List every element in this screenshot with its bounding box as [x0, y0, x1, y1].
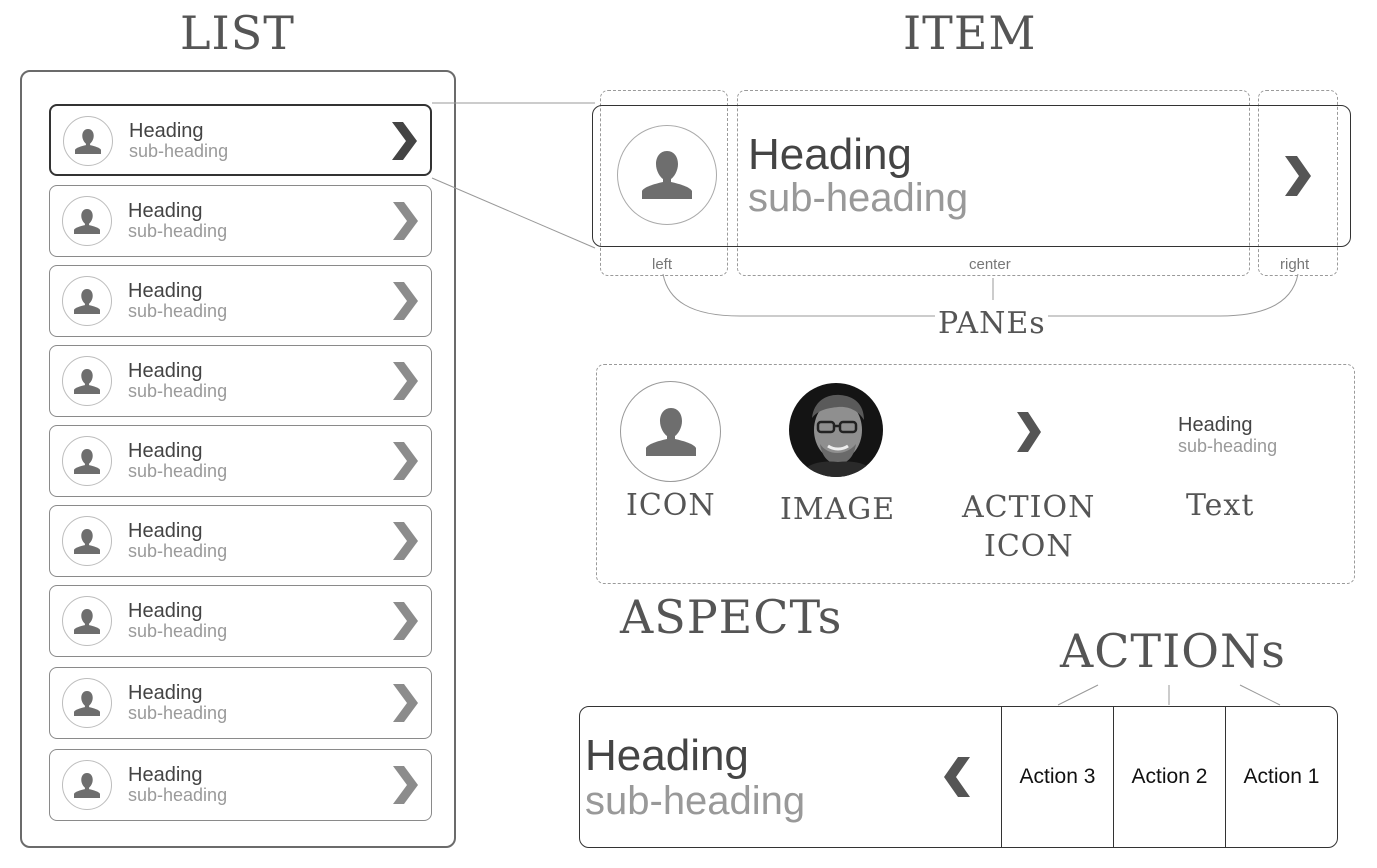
action-button-3[interactable]: Action 3 [1001, 707, 1113, 847]
chevron-right-icon[interactable] [391, 520, 421, 562]
chevron-right-icon[interactable] [391, 440, 421, 482]
pane-label-right: right [1280, 256, 1310, 273]
person-silhouette-icon [74, 772, 100, 798]
aspect-icon-circle [620, 381, 721, 482]
list-item-subheading: sub-heading [128, 221, 228, 241]
list-item-heading: Heading [128, 764, 203, 786]
aspect-action-icon-label-line2: ICON [984, 529, 1074, 564]
list-item-subheading: sub-heading [128, 621, 228, 641]
person-silhouette-icon [642, 151, 692, 199]
avatar [62, 196, 112, 246]
pane-center-box [737, 90, 1250, 276]
list-item-heading: Heading [128, 360, 203, 382]
person-silhouette-icon [74, 690, 100, 716]
chevron-right-icon[interactable] [391, 764, 421, 806]
item-avatar [617, 125, 717, 225]
list-item-subheading: sub-heading [128, 703, 228, 723]
chevron-right-icon [1017, 412, 1041, 452]
aspect-action-icon-label-line1: ACTION [962, 490, 1096, 525]
avatar [63, 116, 113, 166]
pane-label-left: left [652, 256, 673, 273]
item-detail[interactable]: Heading sub-heading [592, 105, 1351, 247]
list-item-heading: Heading [129, 120, 204, 142]
list-item-heading: Heading [128, 440, 203, 462]
avatar [62, 436, 112, 486]
actions-item[interactable]: Heading sub-heading Action 3 Action 2 Ac… [579, 706, 1338, 848]
list-item-subheading: sub-heading [128, 381, 228, 401]
chevron-right-icon[interactable] [391, 200, 421, 242]
aspect-image-label: IMAGE [780, 492, 896, 527]
avatar [62, 356, 112, 406]
action-button-2[interactable]: Action 2 [1113, 707, 1225, 847]
list-item-subheading: sub-heading [129, 141, 229, 161]
person-silhouette-icon [74, 368, 100, 394]
person-silhouette-icon [75, 128, 101, 154]
pane-label-center: center [969, 256, 1011, 273]
aspects-box [596, 364, 1355, 584]
list-item-heading: Heading [128, 280, 203, 302]
avatar [62, 276, 112, 326]
aspect-text-subheading: sub-heading [1178, 436, 1278, 456]
list-item-subheading: sub-heading [128, 541, 228, 561]
actions-title: ACTIONs [1060, 624, 1286, 678]
list-item-heading: Heading [128, 600, 203, 622]
profile-photo-image [789, 383, 883, 477]
person-silhouette-icon [74, 528, 100, 554]
list-frame [20, 70, 456, 848]
list-item-heading: Heading [128, 200, 203, 222]
person-silhouette-icon [74, 448, 100, 474]
aspect-text-heading: Heading [1178, 414, 1253, 436]
aspect-icon-label: ICON [626, 488, 716, 523]
chevron-right-icon[interactable] [390, 120, 420, 162]
chevron-right-icon[interactable] [391, 280, 421, 322]
avatar [62, 678, 112, 728]
pane-right-box [1258, 90, 1338, 276]
aspect-text-label: Text [1186, 488, 1255, 523]
item-subheading: sub-heading [748, 176, 969, 220]
chevron-right-icon[interactable] [391, 600, 421, 642]
aspects-title: ASPECTs [620, 590, 843, 644]
chevron-left-icon[interactable] [942, 755, 972, 799]
list-item-heading: Heading [128, 520, 203, 542]
list-item-subheading: sub-heading [128, 785, 228, 805]
person-silhouette-icon [74, 208, 100, 234]
panes-title: PANEs [938, 306, 1046, 341]
person-silhouette-icon [74, 608, 100, 634]
person-silhouette-icon [645, 407, 696, 456]
chevron-right-icon[interactable] [391, 360, 421, 402]
list-item-heading: Heading [128, 682, 203, 704]
actions-item-heading: Heading [585, 731, 749, 780]
list-item-subheading: sub-heading [128, 461, 228, 481]
pane-left-box [600, 90, 728, 276]
person-silhouette-icon [74, 288, 100, 314]
item-title: ITEM [903, 6, 1037, 60]
item-heading: Heading [748, 130, 912, 179]
avatar [62, 596, 112, 646]
action-button-1[interactable]: Action 1 [1225, 707, 1337, 847]
list-title: LIST [180, 6, 295, 60]
avatar [62, 516, 112, 566]
list-item-subheading: sub-heading [128, 301, 228, 321]
chevron-right-icon[interactable] [391, 682, 421, 724]
avatar [62, 760, 112, 810]
chevron-right-icon[interactable] [1283, 154, 1313, 198]
actions-item-subheading: sub-heading [585, 779, 806, 823]
